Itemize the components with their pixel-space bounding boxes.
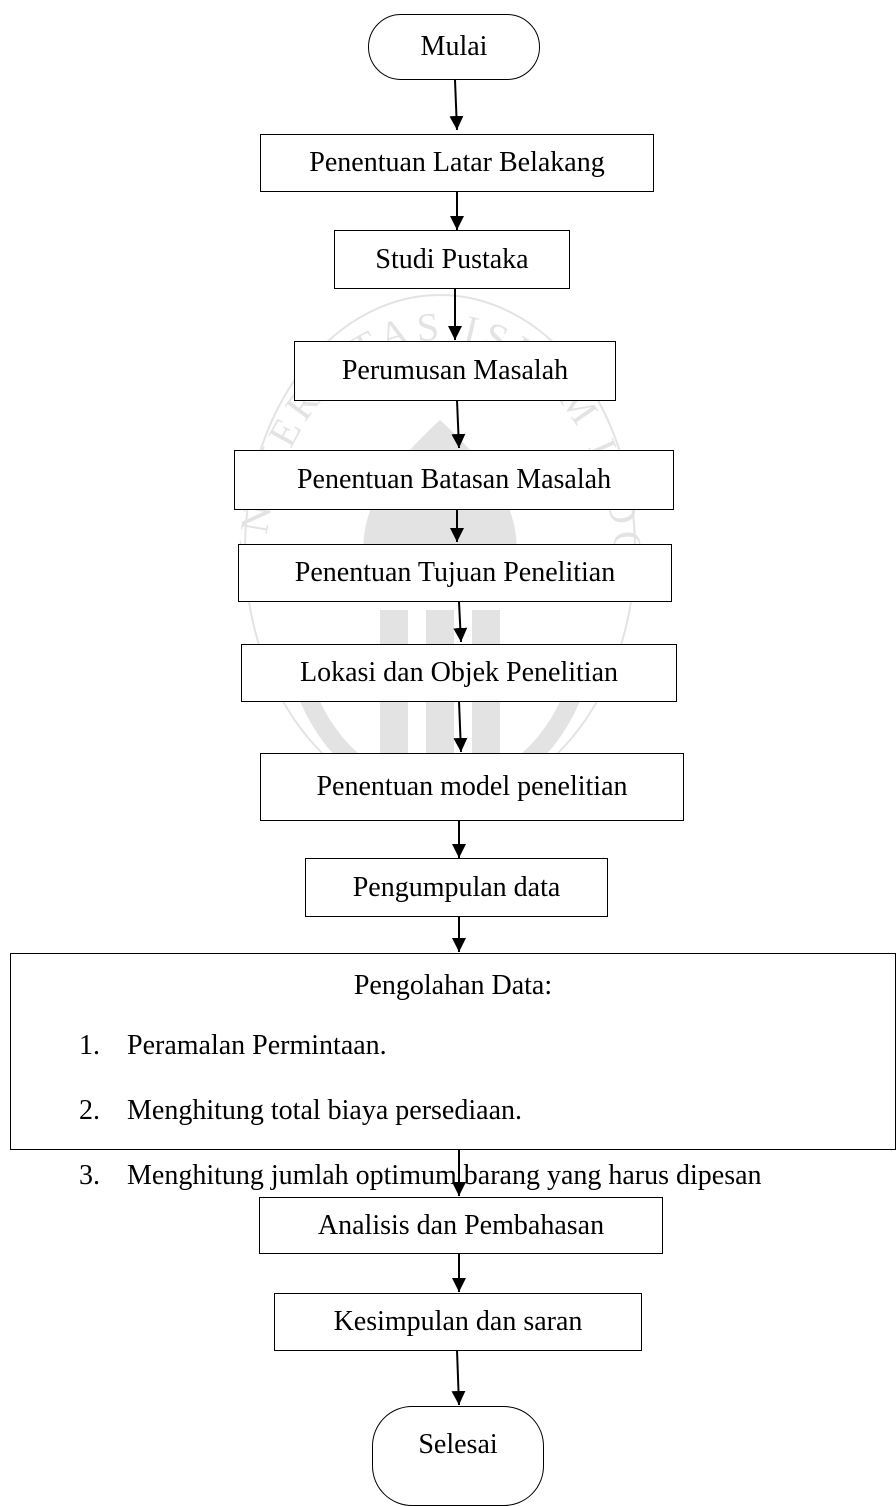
data-processing-title: Pengolahan Data:	[353, 970, 553, 1001]
step-research-objective: Penentuan Tujuan Penelitian	[238, 544, 672, 602]
end-label: Selesai	[418, 1429, 498, 1460]
data-processing-list: 1. Peramalan Permintaan. 2. Menghitung t…	[79, 1026, 762, 1221]
list-item-number: 3.	[79, 1160, 100, 1191]
step-problem-scope-label: Penentuan Batasan Masalah	[296, 464, 612, 495]
step-literature-study: Studi Pustaka	[334, 230, 570, 289]
arrow-start-to-step1	[449, 79, 464, 131]
list-item: 2. Menghitung total biaya persediaan.	[79, 1091, 762, 1131]
list-item: 1. Peramalan Permintaan.	[79, 1026, 762, 1066]
list-item-text: Peramalan Permintaan.	[127, 1030, 387, 1061]
step-problem-formulation-label: Perumusan Masalah	[341, 355, 569, 386]
step-location-object: Lokasi dan Objek Penelitian	[241, 644, 677, 702]
start-label: Mulai	[420, 31, 488, 62]
step-background-label: Penentuan Latar Belakang	[309, 147, 605, 178]
list-item-number: 2.	[79, 1095, 100, 1126]
step-research-objective-label: Penentuan Tujuan Penelitian	[294, 557, 616, 588]
list-item-text: Menghitung total biaya persediaan.	[127, 1095, 522, 1126]
step-analysis-discussion-label: Analisis dan Pembahasan	[317, 1209, 605, 1241]
list-item-number: 1.	[79, 1030, 100, 1061]
step-conclusion: Kesimpulan dan saran	[274, 1293, 642, 1351]
arrow-step10-to-end	[451, 1349, 466, 1406]
step-problem-formulation: Perumusan Masalah	[294, 341, 616, 401]
step-data-collection-label: Pengumpulan data	[352, 871, 561, 903]
arrow-step3-to-step4	[451, 399, 466, 449]
end-terminal: Selesai	[372, 1406, 544, 1506]
step-data-collection: Pengumpulan data	[305, 858, 608, 917]
step-analysis-discussion: Analisis dan Pembahasan	[259, 1197, 663, 1254]
step-literature-study-label: Studi Pustaka	[375, 243, 529, 275]
list-item-text: Menghitung jumlah optimum barang yang ha…	[127, 1160, 762, 1191]
list-item: 3. Menghitung jumlah optimum barang yang…	[79, 1156, 762, 1196]
step-location-object-label: Lokasi dan Objek Penelitian	[299, 657, 619, 688]
data-processing-box: Pengolahan Data: 1. Peramalan Permintaan…	[10, 953, 896, 1191]
step-problem-scope: Penentuan Batasan Masalah	[234, 450, 674, 510]
step-research-model-label: Penentuan model penelitian	[316, 771, 628, 802]
step-conclusion-label: Kesimpulan dan saran	[333, 1306, 583, 1337]
arrow-step6-to-step7	[453, 700, 468, 753]
start-terminal: Mulai	[368, 14, 540, 80]
step-research-model: Penentuan model penelitian	[260, 753, 684, 821]
arrow-step5-to-step6	[453, 601, 468, 643]
step-background: Penentuan Latar Belakang	[260, 134, 654, 192]
